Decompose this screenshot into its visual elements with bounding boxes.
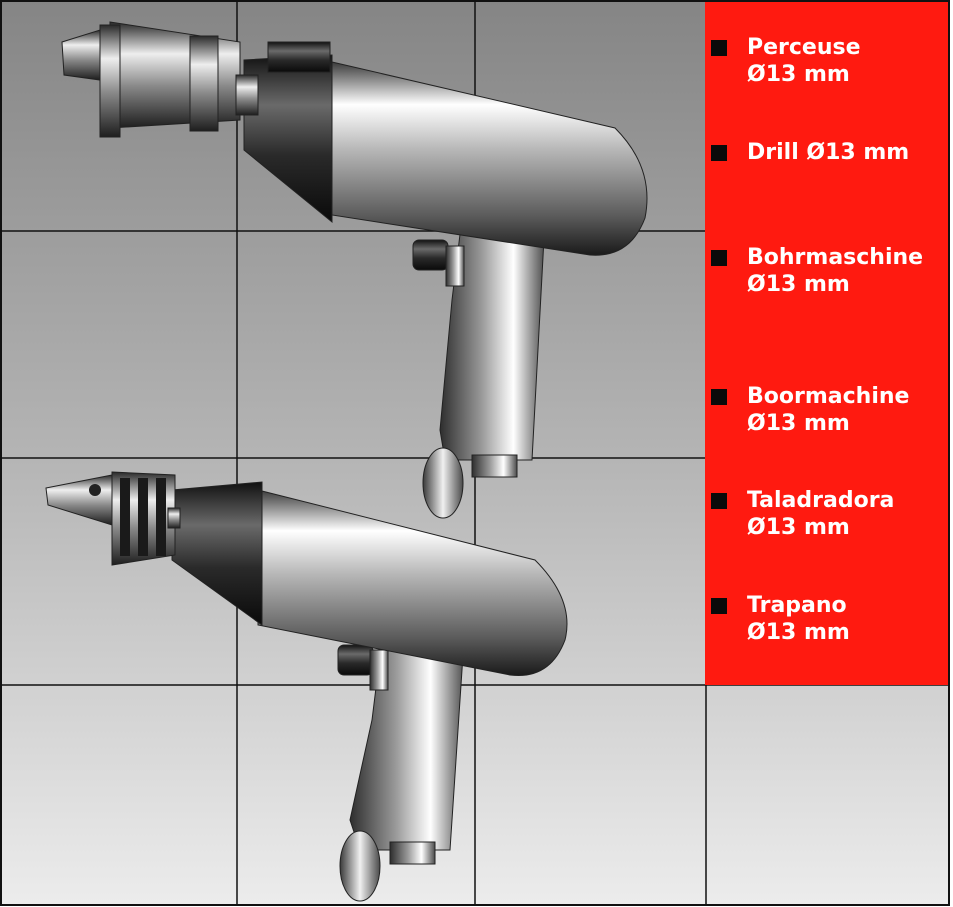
- label-english-text: Drill Ø13 mm: [747, 140, 910, 165]
- label-german-text: Bohrmaschine Ø13 mm: [747, 245, 924, 297]
- bullet-icon: [711, 493, 727, 509]
- bullet-icon: [711, 389, 727, 405]
- bullet-icon: [711, 598, 727, 614]
- label-italian-text: Trapano Ø13 mm: [747, 593, 850, 645]
- label-spanish-text: Taladradora Ø13 mm: [747, 488, 895, 540]
- language-label-panel: Perceuse Ø13 mm Drill Ø13 mm Bohrmaschin…: [705, 2, 948, 685]
- label-dutch-text: Boormachine Ø13 mm: [747, 384, 910, 436]
- bullet-icon: [711, 250, 727, 266]
- label-french-text: Perceuse Ø13 mm: [747, 35, 861, 87]
- bullet-icon: [711, 145, 727, 161]
- bullet-icon: [711, 40, 727, 56]
- drill-upper: [61, 21, 648, 519]
- drill-lower: [45, 471, 568, 902]
